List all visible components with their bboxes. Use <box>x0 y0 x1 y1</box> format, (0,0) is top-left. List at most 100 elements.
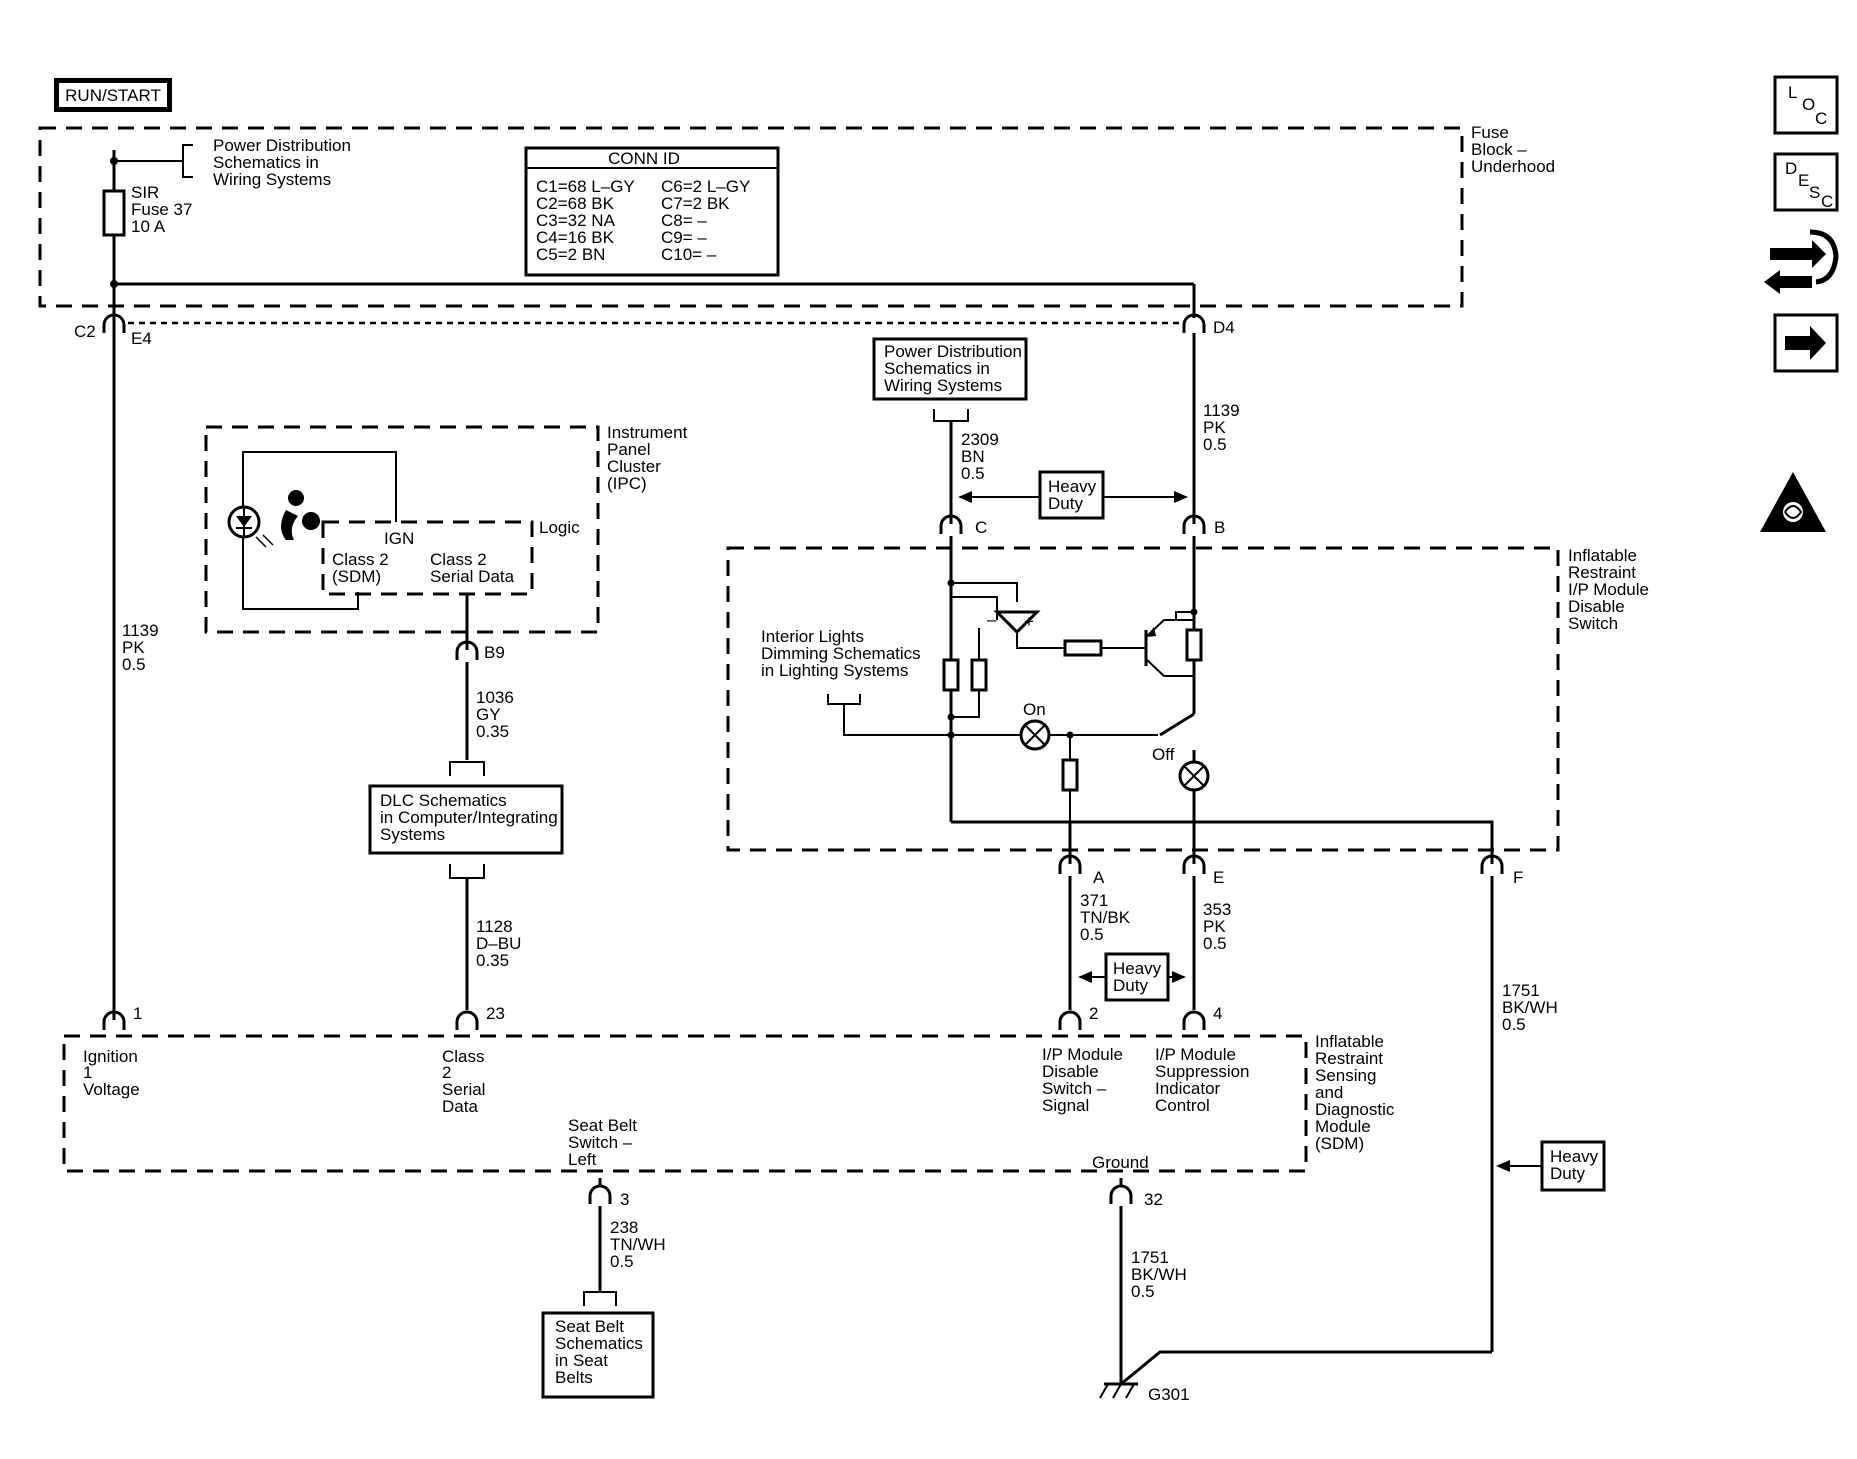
svg-text:2309: 2309 <box>961 430 999 449</box>
svg-text:C10= –: C10= – <box>661 245 717 264</box>
svg-text:Seat Belt: Seat Belt <box>568 1116 637 1135</box>
sdm-pin-3: 3 <box>588 1178 629 1209</box>
svg-text:Voltage: Voltage <box>83 1080 140 1099</box>
connector-tool-icon[interactable] <box>1764 229 1839 294</box>
interior-lights-ref: Interior Lights Dimming Schematics in Li… <box>761 627 921 705</box>
pin-a: A <box>1058 854 1105 887</box>
fuse-power-dist-ref: Power Distribution Schematics in Wiring … <box>114 136 351 189</box>
svg-text:Schematics in: Schematics in <box>213 153 319 172</box>
wire-353-label: 353 PK 0.5 <box>1203 900 1231 953</box>
svg-text:Underhood: Underhood <box>1471 157 1555 176</box>
wire-1036-label: 1036 GY 0.35 <box>476 688 514 741</box>
svg-text:Serial Data: Serial Data <box>430 567 515 586</box>
on-label: On <box>1023 700 1046 719</box>
svg-text:Class: Class <box>442 1047 485 1066</box>
svg-text:D–BU: D–BU <box>476 934 521 953</box>
fuse-block-outline <box>38 126 1464 308</box>
ipc-class2-sdm: Class 2 (SDM) <box>332 550 389 586</box>
svg-text:Dimming Schematics: Dimming Schematics <box>761 644 921 663</box>
svg-text:Instrument: Instrument <box>607 423 688 442</box>
svg-text:E: E <box>1213 868 1224 887</box>
svg-text:DLC Schematics: DLC Schematics <box>380 791 507 810</box>
sdm-ground-label: Ground <box>1092 1153 1149 1172</box>
off-label: Off <box>1152 745 1175 764</box>
svg-text:Fuse 37: Fuse 37 <box>131 200 192 219</box>
sir-fuse: SIR Fuse 37 10 A <box>102 150 192 318</box>
sdm-suppression-label: I/P Module Suppression Indicator Control <box>1155 1045 1250 1115</box>
svg-text:C2: C2 <box>74 322 96 341</box>
svg-text:C8= –: C8= – <box>661 211 707 230</box>
svg-text:Ignition: Ignition <box>83 1047 138 1066</box>
svg-text:0.5: 0.5 <box>122 655 146 674</box>
ipc-class2-serial: Class 2 Serial Data <box>430 550 515 586</box>
svg-text:Power Distribution: Power Distribution <box>213 136 351 155</box>
switch-module-name: Inflatable Restraint I/P Module Disable … <box>1568 546 1649 633</box>
heavy-duty-middle: Heavy Duty <box>1078 952 1186 1002</box>
svg-text:0.5: 0.5 <box>610 1252 634 1271</box>
svg-text:0.5: 0.5 <box>1203 934 1227 953</box>
svg-text:10 A: 10 A <box>131 217 166 236</box>
svg-text:in Seat: in Seat <box>555 1351 608 1370</box>
wire-1751-bottom-label: 1751 BK/WH 0.5 <box>1131 1248 1187 1301</box>
svg-text:Switch –: Switch – <box>568 1133 633 1152</box>
desc-icon[interactable]: D E S C <box>1773 152 1839 212</box>
svg-text:Control: Control <box>1155 1096 1210 1115</box>
svg-text:(SDM): (SDM) <box>1315 1134 1364 1153</box>
sdm-pin-1: 1 <box>102 1004 142 1030</box>
ground-join-wire <box>1120 1350 1492 1386</box>
svg-text:C4=16 BK: C4=16 BK <box>536 228 615 247</box>
svg-text:0.35: 0.35 <box>476 951 509 970</box>
svg-text:0.5: 0.5 <box>1203 435 1227 454</box>
svg-text:E: E <box>1798 171 1809 190</box>
svg-text:Duty: Duty <box>1113 976 1148 995</box>
next-arrow-icon[interactable] <box>1773 313 1839 373</box>
sdm-class2-label: Class 2 Serial Data <box>442 1047 485 1116</box>
svg-text:I/P Module: I/P Module <box>1568 580 1649 599</box>
pin-f: F <box>1480 854 1523 887</box>
svg-text:BN: BN <box>961 447 985 466</box>
loc-icon[interactable]: L O C <box>1773 75 1839 135</box>
conn-d4: D4 <box>1182 313 1235 337</box>
svg-text:Fuse: Fuse <box>1471 123 1509 142</box>
svg-text:353: 353 <box>1203 900 1231 919</box>
svg-text:2: 2 <box>442 1063 451 1082</box>
svg-text:Sensing: Sensing <box>1315 1066 1376 1085</box>
ipc-outline <box>204 425 600 634</box>
svg-text:1: 1 <box>133 1004 142 1023</box>
sdm-pin-23: 23 <box>455 1004 505 1030</box>
svg-text:0.5: 0.5 <box>961 464 985 483</box>
ipc-logic-outline <box>321 520 534 596</box>
ground-g301: G301 <box>1099 1382 1190 1404</box>
wire-238-label: 238 TN/WH 0.5 <box>610 1218 666 1271</box>
svg-text:Systems: Systems <box>380 825 445 844</box>
svg-text:C: C <box>1815 109 1827 128</box>
svg-text:PK: PK <box>1203 917 1226 936</box>
svg-text:D4: D4 <box>1213 318 1235 337</box>
svg-text:0.35: 0.35 <box>476 722 509 741</box>
svg-text:GY: GY <box>476 705 501 724</box>
dimming-wire <box>843 704 1033 736</box>
svg-text:Serial: Serial <box>442 1080 485 1099</box>
svg-text:Duty: Duty <box>1048 494 1083 513</box>
ipc-logic-label: Logic <box>539 518 580 537</box>
svg-text:2: 2 <box>1089 1004 1098 1023</box>
svg-text:1751: 1751 <box>1131 1248 1169 1267</box>
svg-text:O: O <box>1802 95 1815 114</box>
svg-text:in Computer/Integrating: in Computer/Integrating <box>380 808 558 827</box>
sdm-disable-signal-label: I/P Module Disable Switch – Signal <box>1042 1045 1123 1115</box>
svg-text:238: 238 <box>610 1218 638 1237</box>
conn-c2-e4: C2 E4 <box>74 313 152 348</box>
svg-text:Suppression: Suppression <box>1155 1062 1250 1081</box>
ipc-ign-wire <box>242 451 397 522</box>
sdm-ignition-label: Ignition 1 Voltage <box>83 1047 140 1099</box>
svg-text:Switch: Switch <box>1568 614 1618 633</box>
svg-text:0.5: 0.5 <box>1080 925 1104 944</box>
wire-1751-right-label: 1751 BK/WH 0.5 <box>1502 981 1558 1034</box>
ipc-name: Instrument Panel Cluster (IPC) <box>607 423 688 493</box>
sdm-seat-belt-label: Seat Belt Switch – Left <box>568 1116 637 1169</box>
svg-text:F: F <box>1513 868 1523 887</box>
svg-text:Heavy: Heavy <box>1048 477 1097 496</box>
svg-text:C5=2 BN: C5=2 BN <box>536 245 605 264</box>
switch-internal-circuit: – + <box>942 562 1494 864</box>
